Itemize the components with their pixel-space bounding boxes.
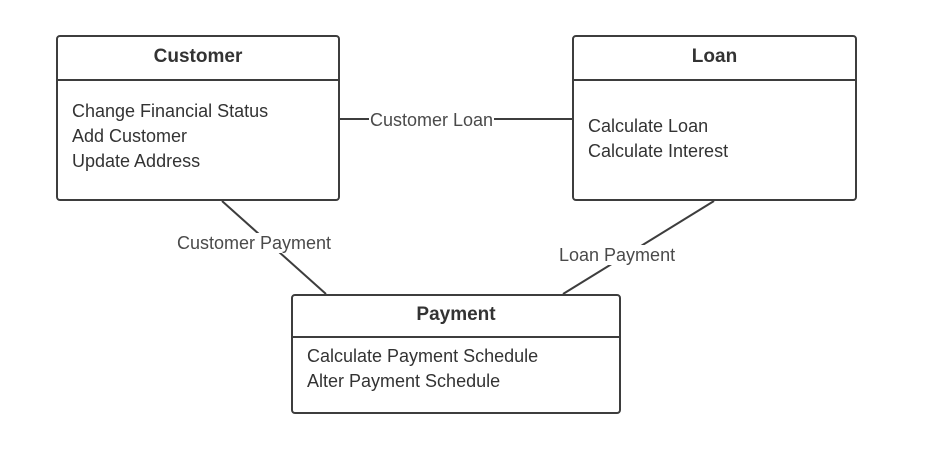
customer-payment-label: Customer Payment [176, 233, 333, 253]
loan-class-box[interactable]: Loan Calculate Loan Calculate Interest [572, 35, 857, 201]
loan-method: Calculate Interest [588, 141, 729, 161]
loan-methods: Calculate Loan Calculate Interest [574, 81, 855, 164]
loan-class-name: Loan [574, 37, 855, 81]
customer-methods: Change Financial Status Add Customer Upd… [58, 81, 338, 174]
customer-loan-label: Customer Loan [369, 110, 495, 130]
payment-method: Calculate Payment Schedule [307, 346, 539, 366]
payment-methods: Calculate Payment Schedule Alter Payment… [293, 338, 619, 394]
loan-method: Calculate Loan [588, 116, 709, 136]
payment-class-name: Payment [293, 296, 619, 338]
customer-method: Change Financial Status [72, 101, 269, 121]
payment-class-box[interactable]: Payment Calculate Payment Schedule Alter… [291, 294, 621, 414]
customer-class-name: Customer [58, 37, 338, 81]
customer-class-box[interactable]: Customer Change Financial Status Add Cus… [56, 35, 340, 201]
payment-method: Alter Payment Schedule [307, 371, 501, 391]
loan-payment-label: Loan Payment [558, 245, 677, 265]
customer-method: Update Address [72, 151, 201, 171]
customer-method: Add Customer [72, 126, 188, 146]
